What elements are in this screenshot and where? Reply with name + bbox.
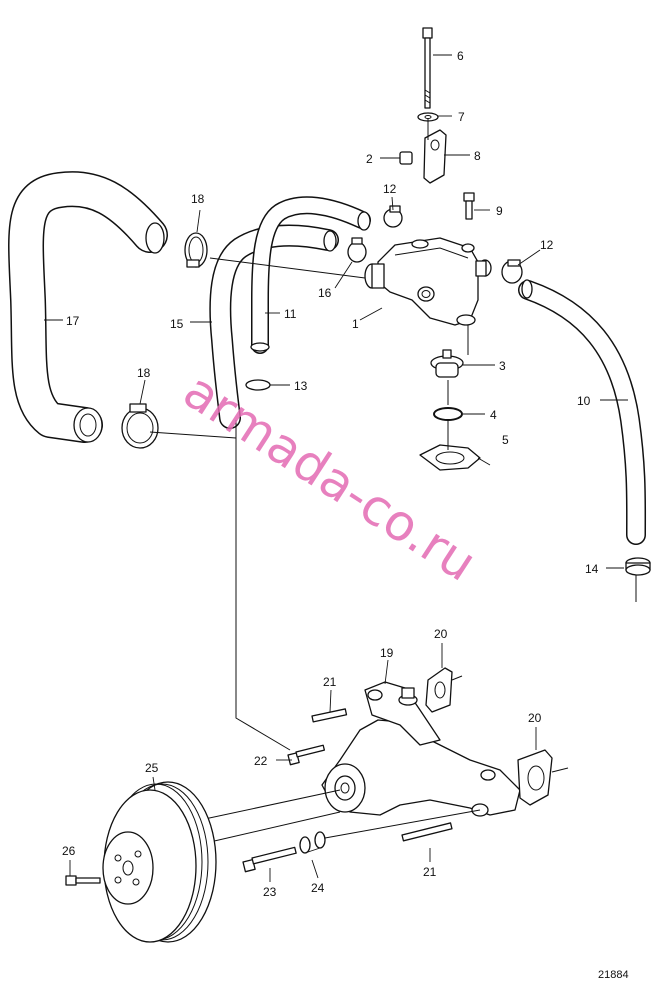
callout-10: 10 (577, 394, 591, 408)
callout-labels: 6 7 2 8 9 12 12 18 16 17 15 11 1 3 13 18… (62, 49, 599, 899)
callout-21-bottom: 21 (423, 865, 437, 879)
gasket-20-top (425, 667, 453, 713)
hose-15 (209, 224, 339, 429)
callout-2: 2 (366, 152, 373, 166)
callout-16: 16 (318, 286, 332, 300)
callout-14: 14 (585, 562, 599, 576)
figure-number: 21884 (598, 969, 629, 981)
bolt-23 (242, 846, 297, 873)
callout-19: 19 (380, 646, 394, 660)
callout-11: 11 (284, 307, 297, 321)
pulley-25 (102, 781, 341, 943)
clamp-18-bottom (121, 403, 159, 449)
bolt-6 (422, 27, 433, 109)
callout-23: 23 (263, 885, 277, 899)
clamp-14 (625, 557, 651, 576)
callout-17: 17 (66, 314, 80, 328)
callout-6: 6 (457, 49, 464, 63)
bolt-22 (287, 744, 326, 766)
gasket-5 (419, 444, 481, 471)
callout-15: 15 (170, 317, 184, 331)
washer-24-a (299, 836, 311, 854)
bolt-26 (65, 875, 101, 886)
hose-11 (250, 196, 371, 354)
callout-22: 22 (254, 754, 268, 768)
hose-10 (518, 279, 647, 545)
plug-2 (399, 151, 413, 165)
callout-24: 24 (311, 881, 325, 895)
thermostat-3 (430, 349, 464, 378)
water-pump (321, 681, 521, 817)
washer-24-b (314, 831, 326, 849)
callout-4: 4 (490, 408, 497, 422)
clamp-13 (245, 379, 271, 391)
callout-9: 9 (496, 204, 503, 218)
o-ring-4 (433, 407, 463, 421)
bolt-9 (463, 192, 475, 220)
callout-20-right: 20 (528, 711, 542, 725)
callout-20-top: 20 (434, 627, 448, 641)
callout-7: 7 (458, 110, 465, 124)
clamp-16 (347, 237, 367, 263)
callout-8: 8 (474, 149, 481, 163)
watermark: armada-co.ru (173, 361, 486, 592)
stud-21-top (311, 708, 348, 723)
callout-1: 1 (352, 317, 359, 331)
hose-17 (8, 171, 168, 443)
callout-18-top: 18 (191, 192, 205, 206)
gasket-20-right (517, 749, 553, 806)
thermostat-housing (364, 237, 492, 326)
callout-13: 13 (294, 379, 308, 393)
callout-18-bottom: 18 (137, 366, 151, 380)
callout-3: 3 (499, 359, 506, 373)
leader-lines (44, 54, 628, 882)
callout-12-right: 12 (540, 238, 554, 252)
clamp-18-top (184, 232, 208, 268)
callout-12-left: 12 (383, 182, 397, 196)
bracket-8 (423, 129, 447, 184)
stud-21-bottom (401, 822, 453, 842)
callout-21-top: 21 (323, 675, 337, 689)
callout-26: 26 (62, 844, 76, 858)
callout-5: 5 (502, 433, 509, 447)
clamp-12-right (501, 259, 523, 284)
callout-25: 25 (145, 761, 159, 775)
